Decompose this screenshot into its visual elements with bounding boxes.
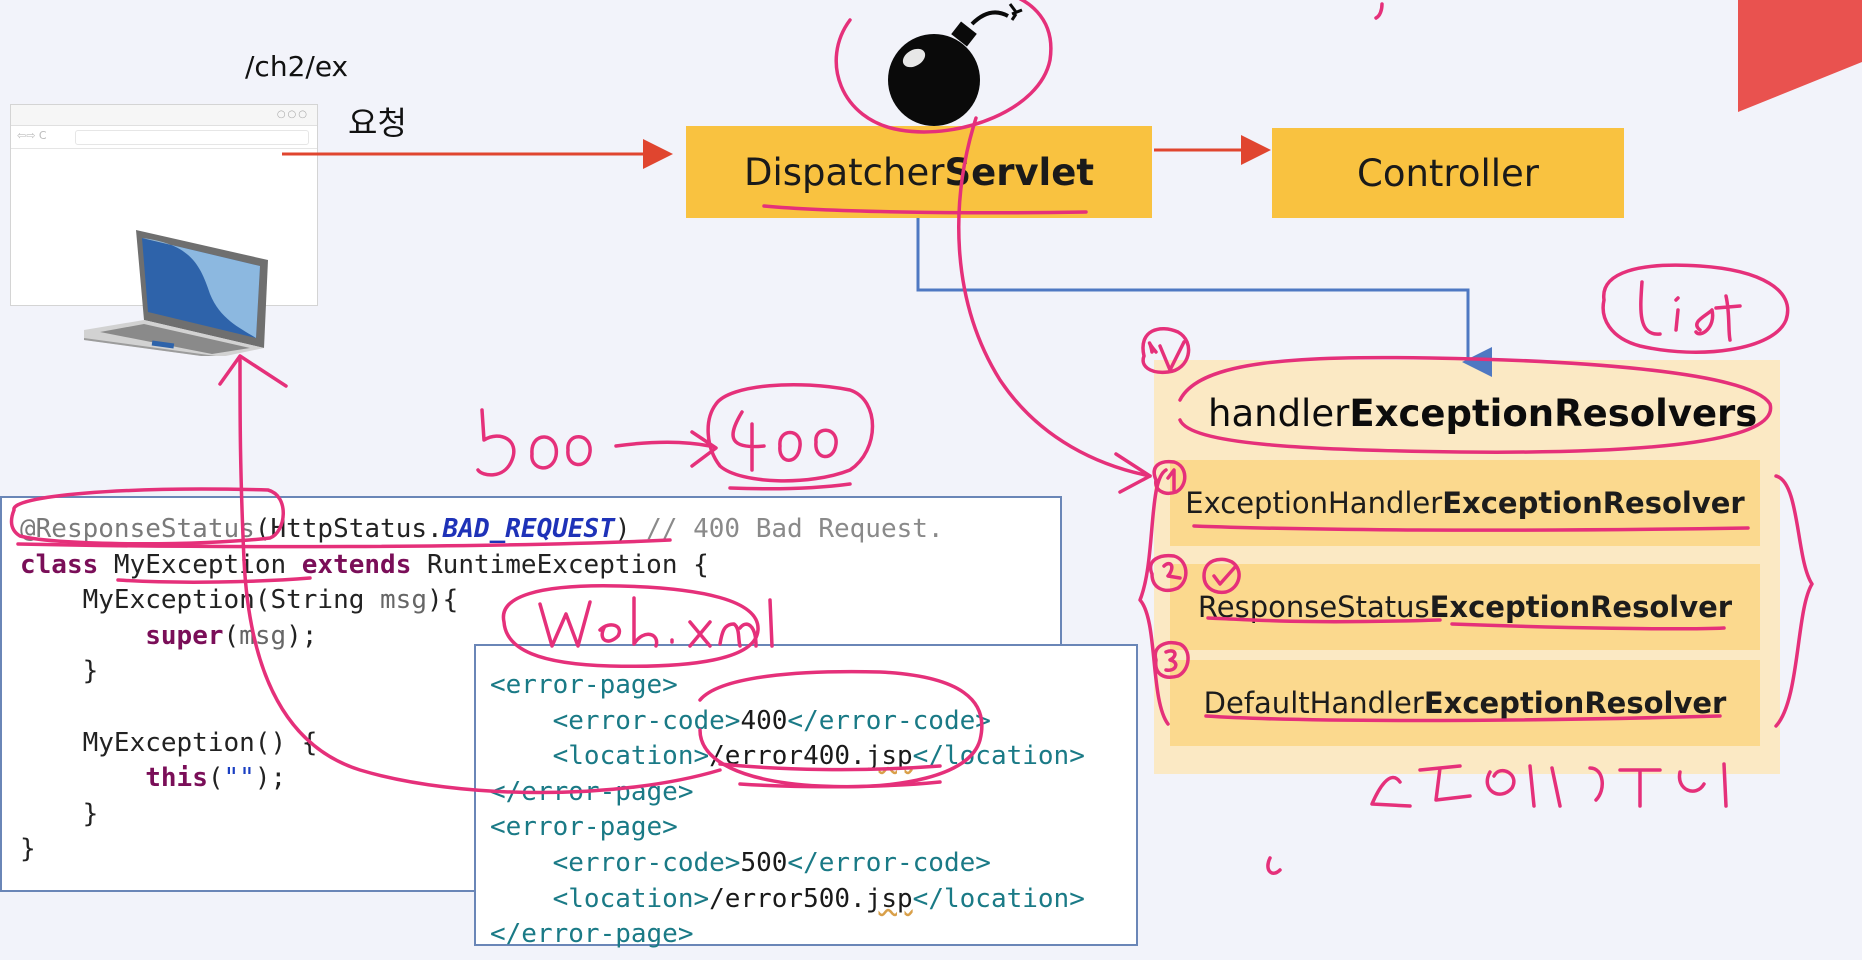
bomb-icon [888,3,1023,126]
error-400-circle [698,669,984,789]
number-2-circle [1148,553,1188,593]
laptop-icon [84,230,268,356]
right-brace [1774,474,1814,728]
spring-note [1266,762,1728,875]
browser-tab-bar: ○○○ [11,105,317,126]
item-1-underline [1192,524,1750,532]
list-circle [1601,263,1790,354]
browser-address-bar: ⇦⇨ C [11,126,317,149]
request-label: 요청 [348,104,407,142]
number-1-circle [1152,459,1187,495]
dispatcher-label-bold: Servlet [944,150,1095,194]
error-page-return-arrow [238,358,722,795]
controller-box: Controller [1272,128,1624,218]
resolvers-title-circle [1178,355,1773,454]
java-code: @ResponseStatus(HttpStatus.BAD_REQUEST) … [20,514,944,865]
request-url: /ch2/ex [245,50,349,83]
roman-four-label [1141,327,1191,375]
annotation-underline [16,538,672,549]
code-400-circle [706,383,875,483]
dispatcher-to-resolvers-curve [957,116,1152,478]
item-3-underline [1204,714,1722,723]
bomb-circle [834,0,1053,134]
resolvers-connector [916,218,1492,377]
code-500-to-400 [476,408,838,477]
class-name-underline [116,576,312,584]
dispatcher-label-prefix: Dispatcher [743,150,945,194]
location-underline [718,762,942,789]
number-3-circle [1153,641,1190,679]
web-xml-circle [501,584,760,669]
dispatcher-underline [762,204,1088,215]
checkmark [1202,557,1241,595]
dispatcher-arrowhead [1114,452,1152,494]
left-brace [1138,468,1170,726]
return-arrowhead [218,354,288,388]
code-400-underline [728,482,852,491]
annotation-circle [9,487,285,546]
item-2-underline [1206,616,1726,631]
web-xml-label [538,596,774,648]
top-stroke [1374,2,1384,20]
web-xml-code-panel: <error-page> <error-code>400</error-code… [474,644,1138,949]
list-label [1639,280,1742,342]
corner-accent [1738,0,1862,112]
resolvers-title: handlerExceptionResolvers [1208,392,1758,435]
